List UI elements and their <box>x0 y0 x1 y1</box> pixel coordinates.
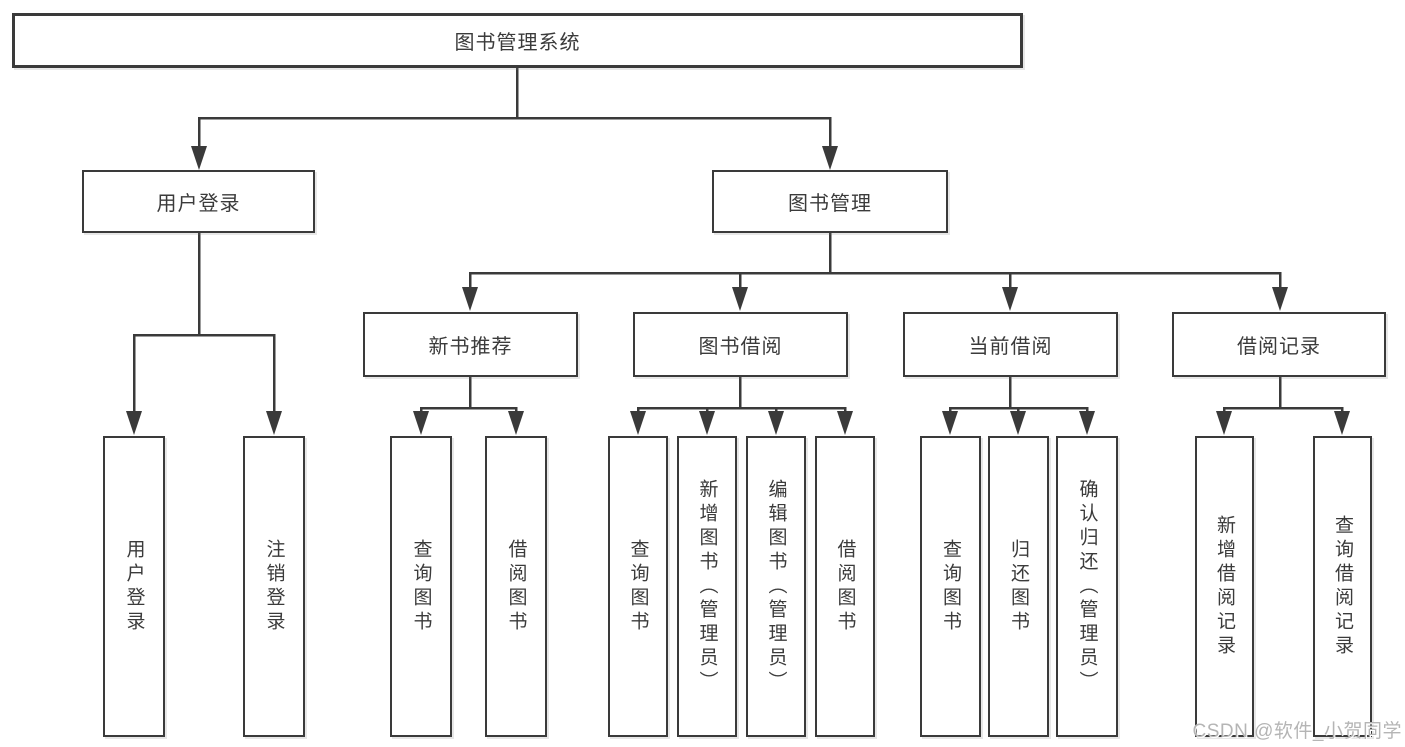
leaf-borrow-books: 借阅图书 <box>815 436 875 737</box>
node-book-borrow-label: 图书借阅 <box>698 336 783 358</box>
node-borrow-records: 借阅记录 <box>1172 312 1386 377</box>
leaf-user-login: 用户登录 <box>103 436 165 737</box>
node-current-borrow: 当前借阅 <box>903 312 1118 377</box>
node-new-book-recommend: 新书推荐 <box>363 312 578 377</box>
leaf-query-books-current-label: 查询图书 <box>940 538 961 635</box>
node-book-borrow: 图书借阅 <box>633 312 848 377</box>
leaf-add-borrow-record: 新增借阅记录 <box>1195 436 1254 737</box>
node-new-book-recommend-label: 新书推荐 <box>428 336 513 358</box>
node-library-management-system: 图书管理系统 <box>12 13 1023 68</box>
leaf-query-books-recommend: 查询图书 <box>390 436 452 737</box>
leaf-return-books: 归还图书 <box>988 436 1049 737</box>
leaf-confirm-return-admin-label: 确认归还（管理员） <box>1076 478 1098 695</box>
leaf-add-books-admin: 新增图书（管理员） <box>677 436 737 737</box>
leaf-edit-books-admin-label: 编辑图书（管理员） <box>765 478 787 695</box>
leaf-add-borrow-record-label: 新增借阅记录 <box>1214 514 1235 659</box>
leaf-confirm-return-admin: 确认归还（管理员） <box>1056 436 1118 737</box>
leaf-logout-label: 注销登录 <box>263 538 285 635</box>
leaf-logout: 注销登录 <box>243 436 305 737</box>
leaf-edit-books-admin: 编辑图书（管理员） <box>746 436 806 737</box>
leaf-add-books-admin-label: 新增图书（管理员） <box>696 478 718 695</box>
leaf-query-books-recommend-label: 查询图书 <box>410 538 432 635</box>
node-book-management-label: 图书管理 <box>788 193 872 215</box>
node-library-management-system-label: 图书管理系统 <box>454 32 581 54</box>
node-borrow-records-label: 借阅记录 <box>1237 336 1321 358</box>
leaf-query-borrow-record: 查询借阅记录 <box>1313 436 1372 737</box>
node-user-login-label: 用户登录 <box>156 193 241 215</box>
leaf-query-books-current: 查询图书 <box>920 436 981 737</box>
leaf-borrow-books-recommend: 借阅图书 <box>485 436 547 737</box>
leaf-borrow-books-label: 借阅图书 <box>834 538 856 635</box>
leaf-query-books-borrow-label: 查询图书 <box>627 538 649 635</box>
csdn-watermark: CSDN @软件_小贺同学 <box>1192 721 1402 742</box>
node-current-borrow-label: 当前借阅 <box>968 336 1053 358</box>
node-user-login: 用户登录 <box>82 170 315 233</box>
node-book-management: 图书管理 <box>712 170 948 233</box>
leaf-return-books-label: 归还图书 <box>1008 538 1029 635</box>
leaf-borrow-books-recommend-label: 借阅图书 <box>505 538 527 635</box>
leaf-query-books-borrow: 查询图书 <box>608 436 668 737</box>
leaf-user-login-label: 用户登录 <box>123 538 145 635</box>
leaf-query-borrow-record-label: 查询借阅记录 <box>1332 514 1353 659</box>
